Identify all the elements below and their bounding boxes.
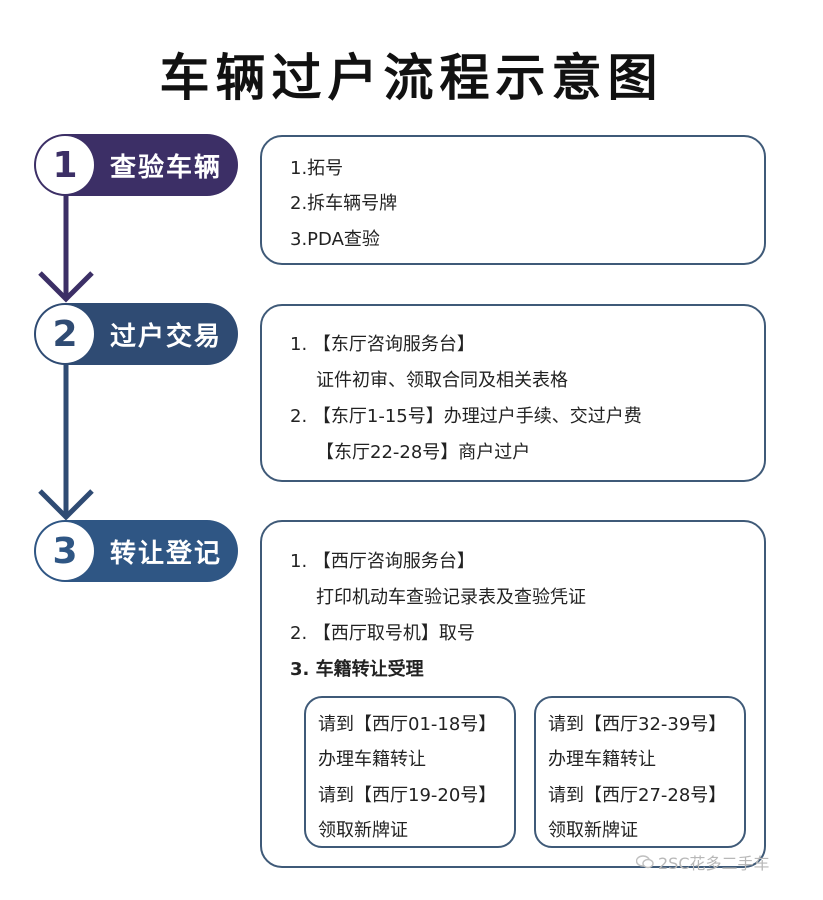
step-1-line-3: 3.PDA查验 — [290, 229, 380, 250]
step-2-line-1: 1. 【东厅咨询服务台】 — [290, 334, 475, 355]
step-2-label: 过户交易 — [110, 321, 223, 352]
step-1-line-1: 1.拓号 — [290, 158, 344, 179]
step-2-pill: 2 过户交易 — [34, 303, 238, 365]
step-2-box: 1. 【东厅咨询服务台】 证件初审、领取合同及相关表格 2. 【东厅1-15号】… — [260, 304, 766, 482]
step-1-pill: 1 查验车辆 — [34, 134, 238, 196]
sub-box-right-line-4: 领取新牌证 — [548, 820, 638, 841]
sub-box-right-line-2: 办理车籍转让 — [548, 749, 656, 770]
sub-box-right-line-1: 请到【西厅32-39号】 — [548, 714, 727, 735]
step-2-line-4: 【东厅22-28号】商户过户 — [316, 442, 531, 463]
step-2-line-2: 证件初审、领取合同及相关表格 — [316, 370, 568, 391]
step-3-sub-box-left: 请到【西厅01-18号】 办理车籍转让 请到【西厅19-20号】 领取新牌证 — [304, 696, 516, 848]
step-3-label: 转让登记 — [110, 538, 223, 569]
step-2-line-3: 2. 【东厅1-15号】办理过户手续、交过户费 — [290, 406, 642, 427]
sub-box-right-line-3: 请到【西厅27-28号】 — [548, 785, 727, 806]
step-3-line-3: 2. 【西厅取号机】取号 — [290, 623, 475, 644]
step-3-line-2: 打印机动车查验记录表及查验凭证 — [316, 587, 586, 608]
sub-box-left-line-2: 办理车籍转让 — [318, 749, 426, 770]
sub-box-left-line-3: 请到【西厅19-20号】 — [318, 785, 497, 806]
step-3-box: 1. 【西厅咨询服务台】 打印机动车查验记录表及查验凭证 2. 【西厅取号机】取… — [260, 520, 766, 868]
step-1-number: 1 — [36, 136, 94, 194]
step-3-line-4: 3. 车籍转让受理 — [290, 659, 424, 680]
sub-box-left-line-1: 请到【西厅01-18号】 — [318, 714, 497, 735]
sub-box-left-line-4: 领取新牌证 — [318, 820, 408, 841]
arrow-head-1 — [38, 271, 94, 303]
step-1-line-2: 2.拆车辆号牌 — [290, 193, 398, 214]
step-3-line-1: 1. 【西厅咨询服务台】 — [290, 551, 475, 572]
watermark-text: 2SC花多二手车 — [658, 854, 770, 873]
step-1-box: 1.拓号 2.拆车辆号牌 3.PDA查验 — [260, 135, 766, 265]
step-2-number: 2 — [36, 305, 94, 363]
wechat-icon — [636, 855, 654, 869]
arrow-head-2 — [38, 489, 94, 521]
page-title: 车辆过户流程示意图 — [159, 49, 664, 107]
step-3-pill: 3 转让登记 — [34, 520, 238, 582]
step-3-number: 3 — [36, 522, 94, 580]
step-1-label: 查验车辆 — [110, 152, 223, 183]
watermark: 2SC花多二手车 — [636, 850, 770, 874]
step-3-sub-box-right: 请到【西厅32-39号】 办理车籍转让 请到【西厅27-28号】 领取新牌证 — [534, 696, 746, 848]
